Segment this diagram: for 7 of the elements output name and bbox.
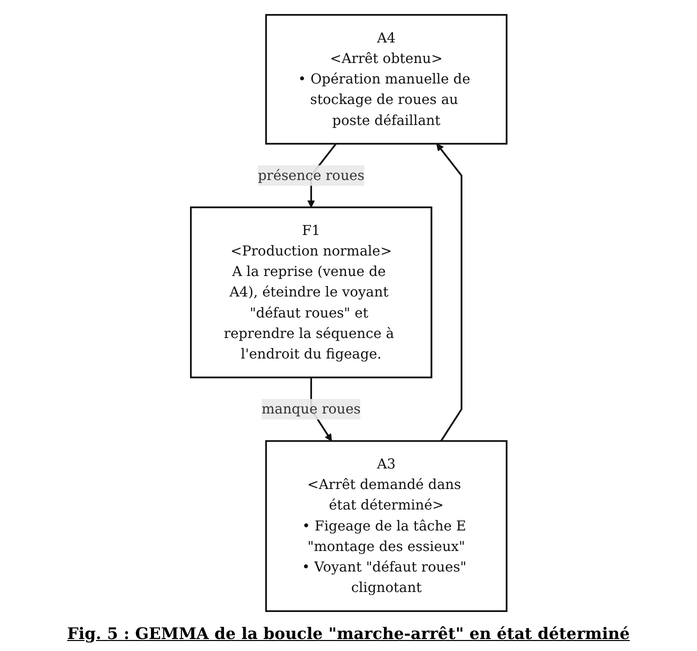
edge-label: manque roues	[261, 400, 360, 417]
arrow	[436, 143, 462, 442]
node-box: F1 <Production normale> A la reprise (venue de A4), éteindre le voyant "défaut roues" et reprendre la séquence à l'endroit du figeage.	[190, 206, 432, 378]
figure-caption: Fig. 5 : GEMMA de la boucle "marche-arrêt" en état déterminé	[67, 624, 630, 643]
node-box: A3 <Arrêt demandé dans état déterminé> • Figeage de la tâche E "montage des essieux" • Voyant "défaut roues" clignotant	[264, 440, 508, 612]
node-box: A4 <Arrêt obtenu> • Opération manuelle de stockage de roues au poste défaillant	[264, 14, 508, 145]
edge-label: présence roues	[258, 166, 364, 184]
